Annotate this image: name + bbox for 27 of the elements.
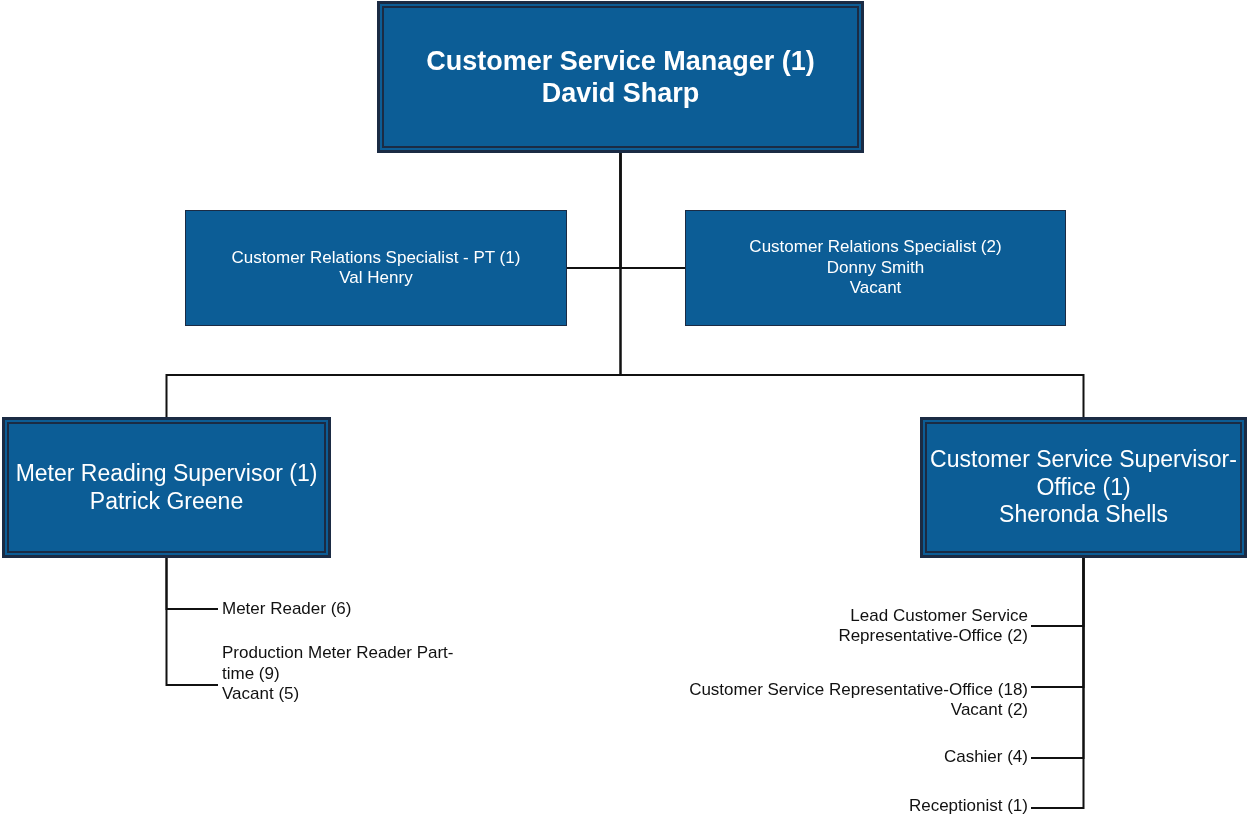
connector-line (619, 151, 1085, 419)
position-box (185, 210, 567, 326)
role-label: Production Meter Reader Part-time (9) (222, 643, 455, 685)
employee-name: Vacant (849, 278, 902, 299)
position-title: Customer Relations Specialist - PT (1) (231, 247, 521, 268)
employee-name: David Sharp (541, 77, 700, 110)
supervisor-box (3, 418, 330, 557)
role-label: Meter Reader (6) (222, 598, 352, 620)
position-title: Meter Reading Supervisor (1) (15, 459, 318, 488)
employee-name: Val Henry (339, 268, 413, 289)
employee-name: Sheronda Shells (999, 501, 1168, 529)
role-label: Vacant (2) (950, 700, 1028, 721)
supervisor-box (921, 418, 1246, 557)
position-box (685, 210, 1066, 326)
employee-name: Patrick Greene (89, 487, 244, 516)
role-label: Cashier (4) (943, 746, 1028, 768)
employee-name: Donny Smith (826, 257, 925, 279)
position-title: Customer Service Manager (1) (426, 44, 815, 77)
position-title: Customer Service Supervisor-Office (1) (929, 446, 1238, 502)
position-title: Customer Relations Specialist (2) (749, 237, 1002, 258)
connector-line (165, 556, 219, 686)
role-label: Customer Service Representative-Office (18) (689, 679, 1028, 700)
role-label: Vacant (5) (222, 684, 300, 705)
role-label: Lead Customer Service Representative-Office (2) (837, 605, 1028, 647)
manager-box (378, 2, 863, 152)
connector-line (1030, 556, 1085, 809)
role-label: Receptionist (1) (908, 795, 1028, 817)
